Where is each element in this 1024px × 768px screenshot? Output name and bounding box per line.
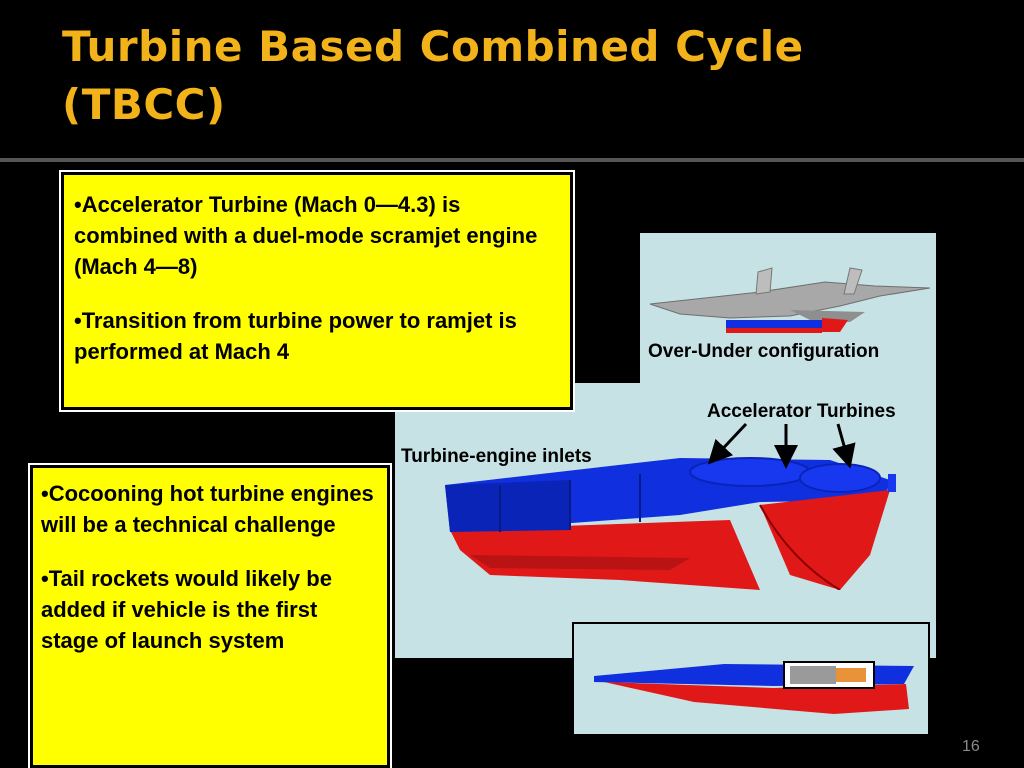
title-bar: Turbine Based Combined Cycle (TBCC)	[0, 0, 1024, 158]
bullet-cocooning-engines: •Cocooning hot turbine engines will be a…	[41, 481, 374, 537]
inset-side-view	[572, 622, 930, 736]
slide-title: Turbine Based Combined Cycle (TBCC)	[62, 22, 804, 129]
engine-illustration	[445, 457, 896, 590]
title-divider	[0, 158, 1024, 162]
label-turbine-engine-inlets: Turbine-engine inlets	[401, 446, 592, 467]
aircraft-illustration	[649, 267, 931, 333]
bullet-tail-rockets: •Tail rockets would likely be added if v…	[41, 566, 332, 653]
side-view-illustration	[594, 661, 914, 714]
bullet-accelerator-turbine: •Accelerator Turbine (Mach 0—4.3) is com…	[74, 192, 538, 279]
page-number: 16	[962, 738, 980, 755]
label-accelerator-turbines: Accelerator Turbines	[707, 401, 896, 422]
callout-challenges: •Cocooning hot turbine engines will be a…	[30, 465, 390, 768]
arrows-accelerator-turbines	[707, 422, 856, 469]
label-over-under-configuration: Over-Under configuration	[648, 341, 880, 362]
bullet-transition-to-ramjet: •Transition from turbine power to ramjet…	[74, 308, 517, 364]
callout-accelerator-turbine: •Accelerator Turbine (Mach 0—4.3) is com…	[61, 172, 573, 410]
